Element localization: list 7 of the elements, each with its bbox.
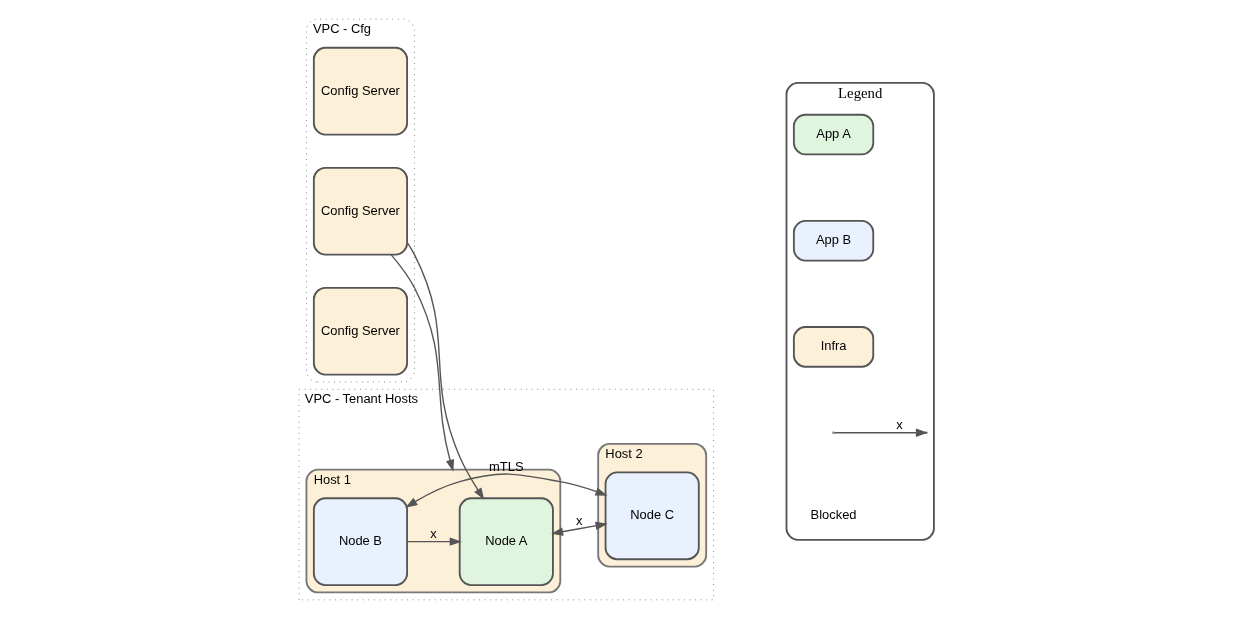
- legend-label: Blocked: [810, 507, 857, 523]
- legend-label: Infra: [820, 338, 847, 354]
- label: x: [896, 417, 903, 433]
- edge-label: x: [576, 513, 583, 529]
- edge-label: x: [430, 526, 437, 542]
- legend-label: App B: [815, 232, 852, 248]
- legend-label: App A: [816, 125, 851, 141]
